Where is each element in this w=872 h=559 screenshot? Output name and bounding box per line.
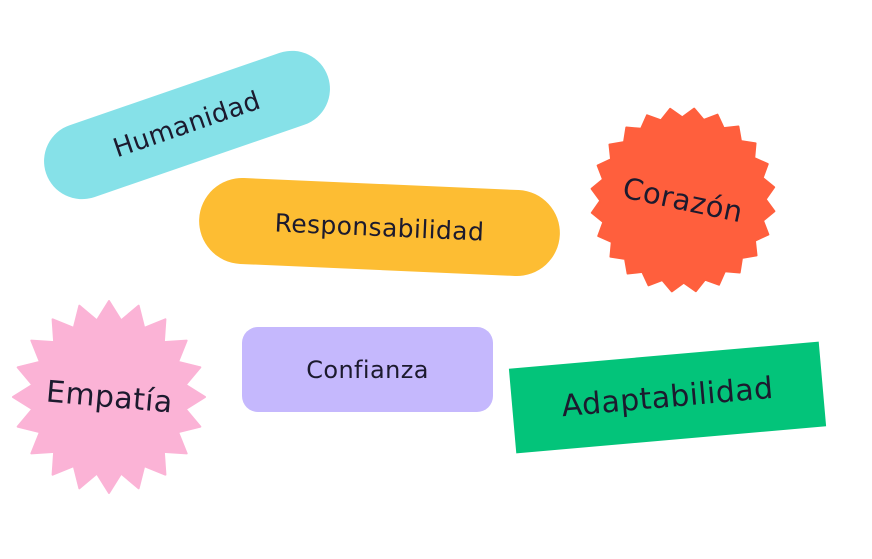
responsabilidad-label: Responsabilidad bbox=[274, 207, 485, 247]
empatia-starburst-shape bbox=[12, 300, 206, 494]
empatia-starburst-badge: Empatía bbox=[12, 300, 206, 494]
corazon-starburst-shape bbox=[590, 107, 776, 293]
humanidad-label: Humanidad bbox=[109, 85, 265, 165]
corazon-starburst-badge: Corazón bbox=[589, 106, 777, 294]
adaptabilidad-label: Adaptabilidad bbox=[560, 370, 775, 425]
confianza-box: Confianza bbox=[242, 327, 493, 412]
responsabilidad-pill: Responsabilidad bbox=[197, 176, 562, 278]
confianza-label: Confianza bbox=[306, 355, 429, 384]
adaptabilidad-box: Adaptabilidad bbox=[508, 341, 827, 454]
